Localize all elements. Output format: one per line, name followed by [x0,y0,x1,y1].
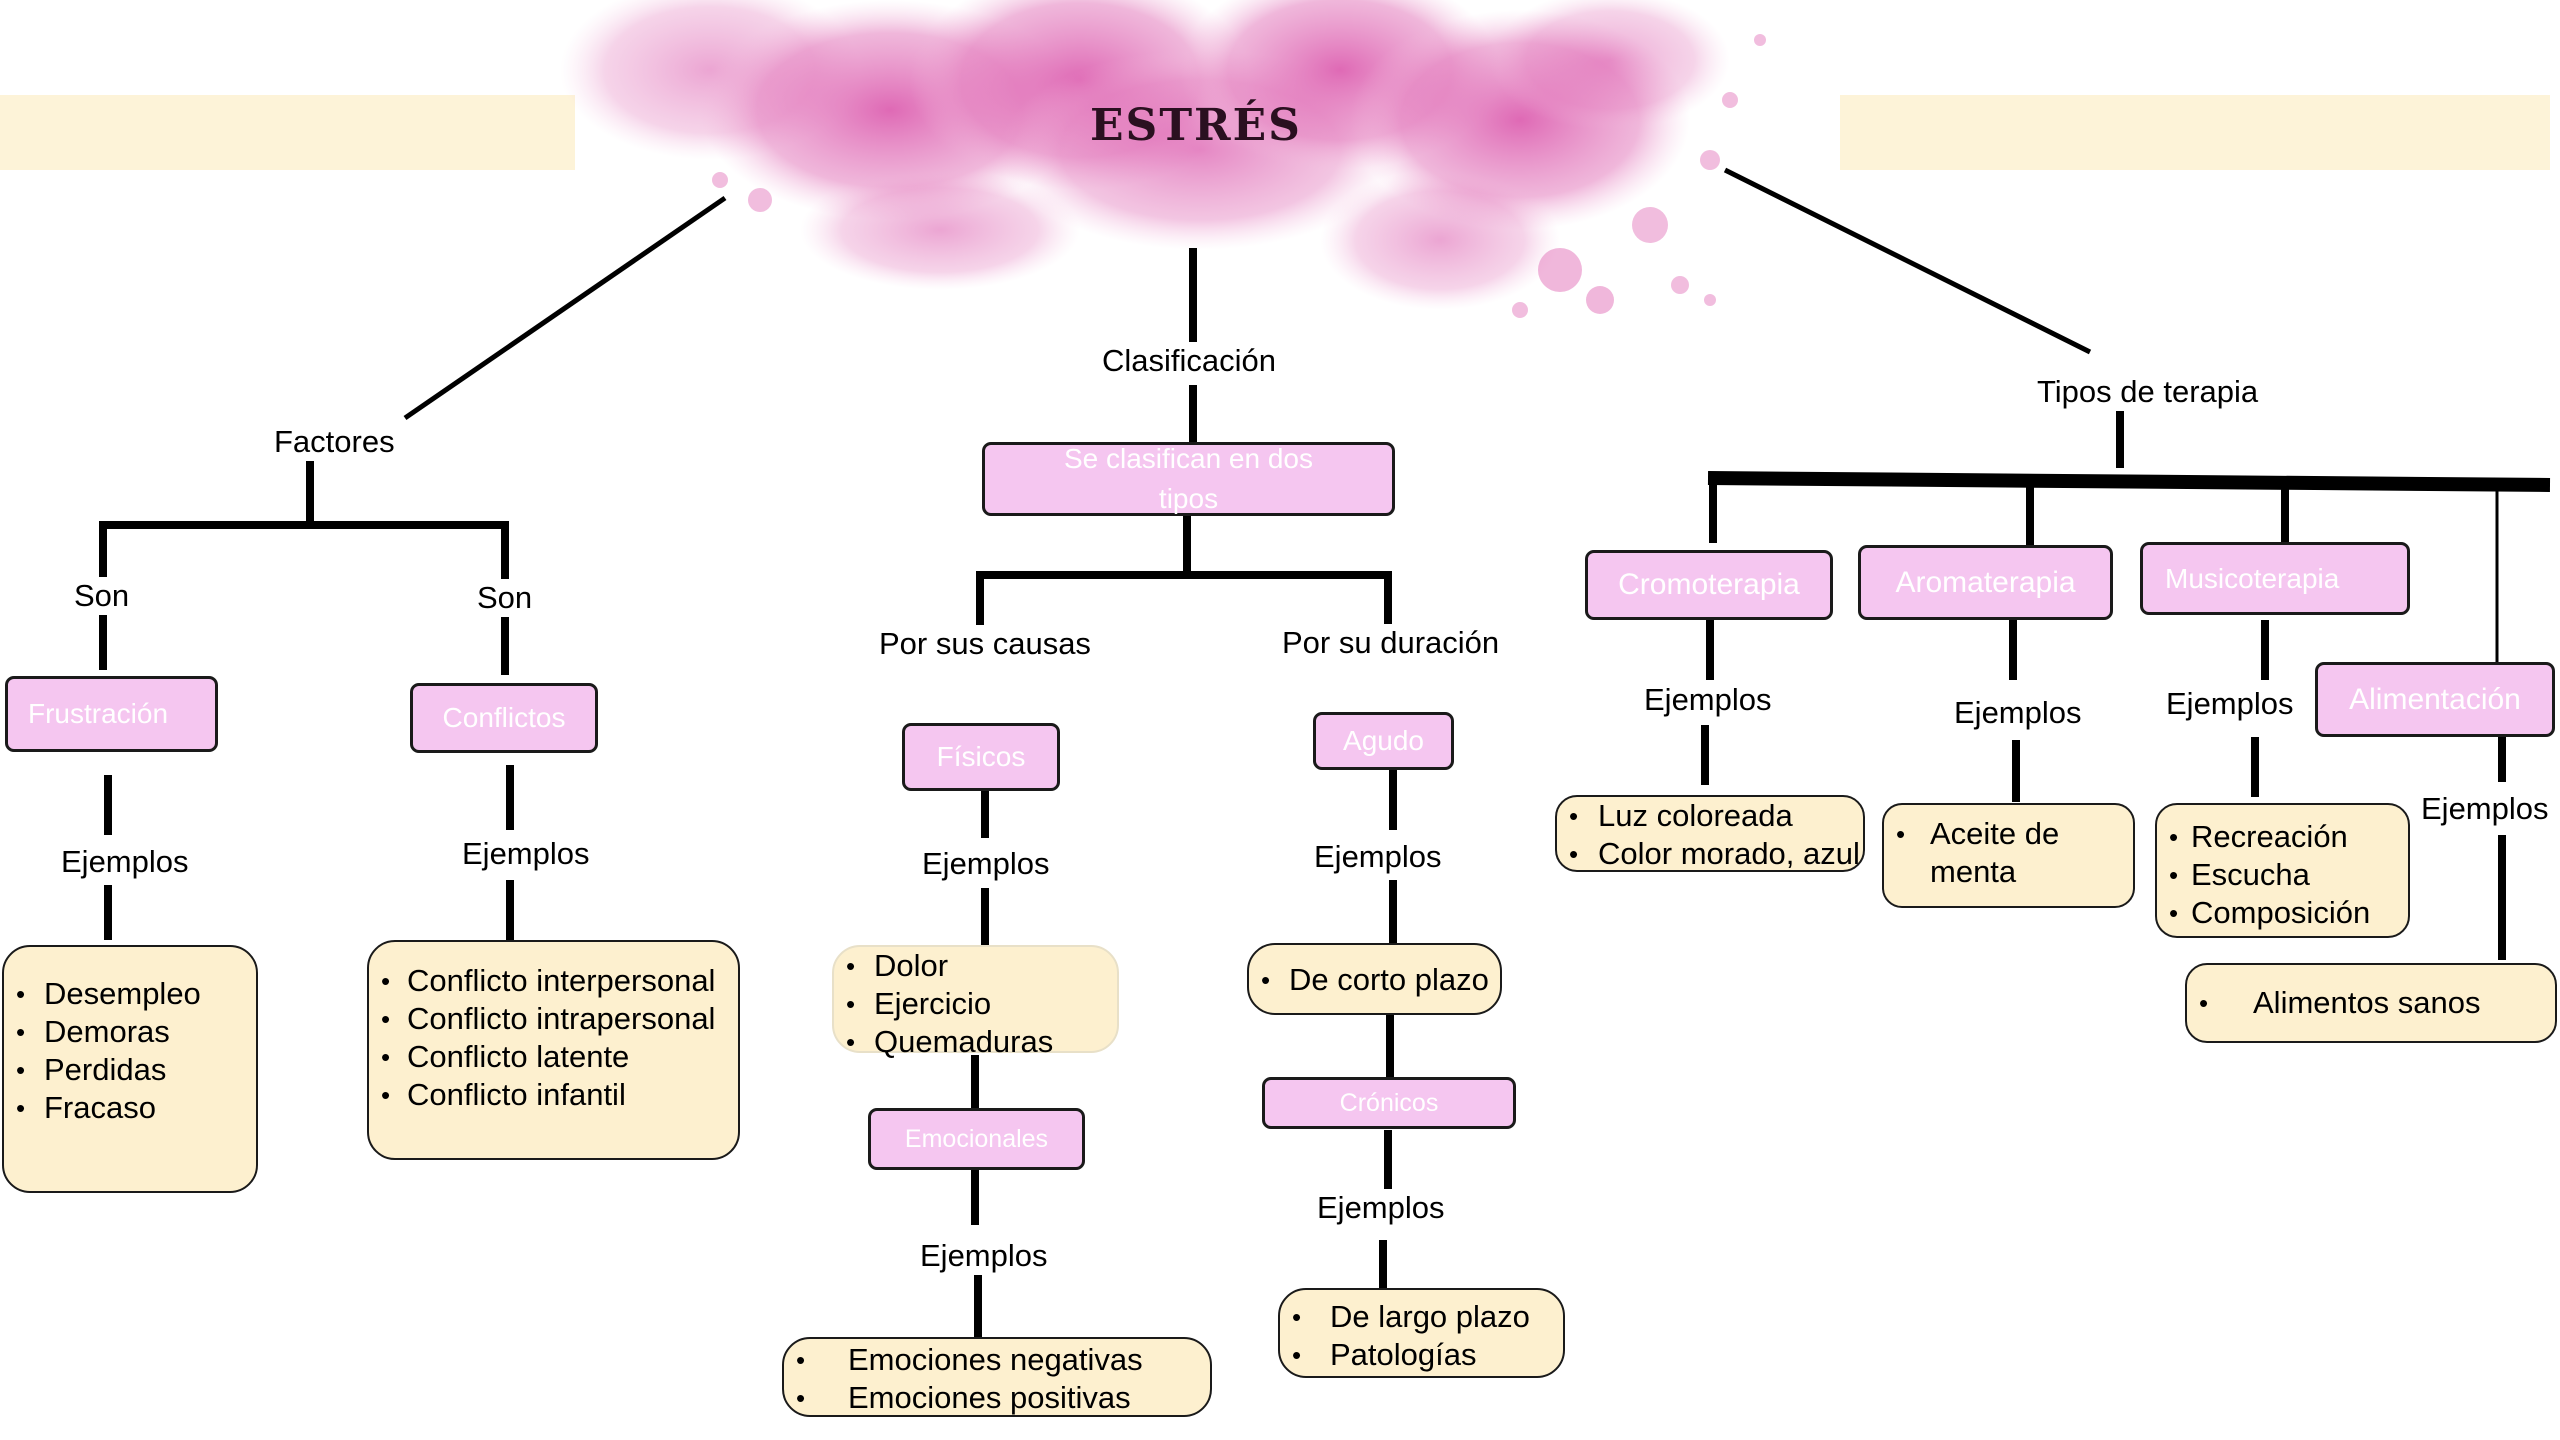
label-clasificacion: Clasificación [1098,342,1281,380]
list-item: De corto plazo [1249,961,1500,999]
list-item: Desempleo [4,975,256,1013]
list-item: Patologías [1280,1336,1563,1374]
label-tipos-de-terapia: Tipos de terapia [2033,373,2263,411]
examples-aromaterapia: Aceite de menta [1882,803,2135,908]
node-emocionales: Emocionales [868,1108,1085,1170]
label-factores: Factores [270,423,399,461]
list-item: Demoras [4,1013,256,1051]
list-item: Conflicto latente [369,1038,738,1076]
node-cronicos: Crónicos [1262,1077,1516,1129]
examples-list-alimentacion: Alimentos sanos [2187,984,2555,1022]
node-se-clasifican: Se clasifican en dos tipos [982,442,1395,516]
node-cromoterapia: Cromoterapia [1585,550,1833,620]
list-item: Quemaduras [834,1023,1117,1061]
node-agudo: Agudo [1313,712,1454,770]
examples-list-cromoterapia: Luz coloreada Color morado, azul [1557,797,1863,873]
list-item: Conflicto intrapersonal [369,1000,738,1038]
map-title: ESTRÉS [1090,100,1302,151]
list-item: Aceite de menta [1884,815,2080,891]
list-item: De largo plazo [1280,1298,1563,1336]
examples-agudo: De corto plazo [1247,943,1502,1015]
examples-list-cronicos: De largo plazo Patologías [1280,1298,1563,1374]
node-aromaterapia: Aromaterapia [1858,545,2113,620]
list-item: Emociones positivas [784,1379,1210,1417]
node-conflictos: Conflictos [410,683,598,753]
decorative-band-right [1840,95,2550,170]
label-ejemplos-conflictos: Ejemplos [458,835,594,873]
examples-list-emocionales: Emociones negativas Emociones positivas [784,1341,1210,1417]
list-item: Escucha [2157,856,2408,894]
node-frustracion: Frustración [5,676,218,752]
list-item: Recreación [2157,818,2408,856]
label-ejemplos-cronicos: Ejemplos [1313,1189,1449,1227]
examples-list-agudo: De corto plazo [1249,961,1500,999]
examples-cronicos: De largo plazo Patologías [1278,1288,1565,1378]
label-por-sus-causas: Por sus causas [875,625,1095,663]
node-musicoterapia: Musicoterapia [2140,542,2410,615]
label-ejemplos-emocionales: Ejemplos [916,1237,1052,1275]
node-fisicos: Físicos [902,723,1060,791]
label-ejemplos-musicoterapia: Ejemplos [2162,685,2298,723]
list-item: Conflicto infantil [369,1076,738,1114]
label-ejemplos-fisicos: Ejemplos [918,845,1054,883]
examples-list-frustracion: Desempleo Demoras Perdidas Fracaso [4,975,256,1127]
list-item: Dolor [834,947,1117,985]
examples-cromoterapia: Luz coloreada Color morado, azul [1555,795,1865,873]
label-ejemplos-agudo: Ejemplos [1310,838,1446,876]
list-item: Emociones negativas [784,1341,1210,1379]
list-item: Conflicto interpersonal [369,962,738,1000]
node-alimentacion: Alimentación [2315,662,2555,737]
label-son-conflictos: Son [473,579,537,617]
examples-musicoterapia: Recreación Escucha Composición [2155,803,2410,938]
list-item: Color morado, azul [1557,835,1863,873]
list-item: Alimentos sanos [2187,984,2555,1022]
examples-alimentacion: Alimentos sanos [2185,963,2557,1043]
decorative-band-left [0,95,575,170]
examples-conflictos: Conflicto interpersonal Conflicto intrap… [367,940,740,1160]
examples-list-fisicos: Dolor Ejercicio Quemaduras [834,947,1117,1061]
label-ejemplos-alimentacion: Ejemplos [2417,790,2553,828]
label-ejemplos-frustracion: Ejemplos [57,843,193,881]
examples-fisicos: Dolor Ejercicio Quemaduras [832,945,1119,1061]
list-item: Fracaso [4,1089,256,1127]
list-item: Ejercicio [834,985,1117,1023]
ink-splash-decoration [560,0,1766,318]
examples-list-conflictos: Conflicto interpersonal Conflicto intrap… [369,962,738,1114]
examples-emocionales: Emociones negativas Emociones positivas [782,1337,1212,1417]
examples-list-musicoterapia: Recreación Escucha Composición [2157,818,2408,932]
list-item: Perdidas [4,1051,256,1089]
list-item: Luz coloreada [1557,797,1863,835]
label-ejemplos-cromoterapia: Ejemplos [1640,681,1776,719]
list-item: Composición [2157,894,2408,932]
examples-frustracion: Desempleo Demoras Perdidas Fracaso [2,945,258,1193]
label-son-frustracion: Son [70,577,134,615]
label-por-su-duracion: Por su duración [1278,624,1504,662]
examples-list-aromaterapia: Aceite de menta [1884,815,2133,891]
label-ejemplos-aromaterapia: Ejemplos [1950,694,2086,732]
